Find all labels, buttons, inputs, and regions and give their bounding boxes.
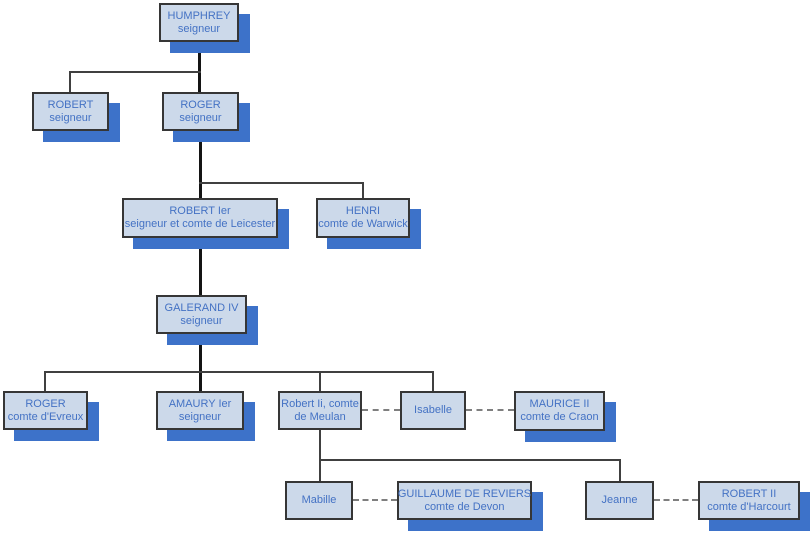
node-isabelle[interactable]: Isabelle bbox=[400, 391, 466, 430]
node-roger[interactable]: ROGER seigneur bbox=[162, 92, 239, 131]
node-name: HENRI bbox=[345, 205, 381, 217]
node-robert-meulan[interactable]: Robert Ii, comte de Meulan bbox=[278, 391, 362, 430]
node-name: HUMPHREY bbox=[167, 9, 231, 22]
node-name: Isabelle bbox=[414, 404, 452, 416]
node-robert-harcourt[interactable]: ROBERT II comte d'Harcourt bbox=[698, 481, 800, 520]
node-name: ROBERT bbox=[47, 98, 94, 111]
connector-meulan-children bbox=[319, 430, 321, 481]
node-name: Mabille bbox=[301, 494, 337, 506]
connector-bar-row3 bbox=[199, 182, 364, 184]
node-robert-1er[interactable]: ROBERT Ier seigneur et comte de Leiceste… bbox=[122, 198, 278, 238]
node-title: seigneur bbox=[178, 410, 222, 423]
node-robert[interactable]: ROBERT seigneur bbox=[32, 92, 109, 131]
node-jeanne[interactable]: Jeanne bbox=[585, 481, 654, 520]
connector-bar-row6 bbox=[319, 459, 621, 461]
node-name: ROBERT Ier bbox=[169, 205, 231, 217]
node-title: de Meulan bbox=[294, 410, 346, 423]
connector-drop-isabelle bbox=[432, 373, 434, 391]
node-title: seigneur bbox=[179, 111, 222, 124]
node-name: GUILLAUME DE REVIERS bbox=[397, 487, 532, 500]
node-henri[interactable]: HENRI comte de Warwick bbox=[316, 198, 410, 238]
node-name: Robert Ii, comte bbox=[281, 397, 359, 410]
node-title: seigneur bbox=[180, 314, 223, 327]
node-name: MAURICE II bbox=[529, 398, 590, 410]
connector-bar-row5 bbox=[44, 371, 434, 373]
node-name: Jeanne bbox=[601, 494, 638, 506]
node-roger-evreux[interactable]: ROGER comte d'Evreux bbox=[3, 391, 88, 430]
connector-drop-robert-meulan bbox=[319, 373, 321, 391]
node-amaury[interactable]: AMAURY Ier seigneur bbox=[156, 391, 244, 430]
node-humphrey[interactable]: HUMPHREY seigneur bbox=[159, 3, 239, 42]
node-mabille[interactable]: Mabille bbox=[285, 481, 353, 520]
node-name: ROBERT II bbox=[721, 487, 777, 500]
node-name: AMAURY Ier bbox=[168, 397, 232, 410]
node-title: comte de Warwick bbox=[318, 218, 408, 230]
connector-galerand-children bbox=[199, 334, 202, 391]
connector-drop-henri bbox=[362, 184, 364, 198]
marriage-link-isabelle-maurice bbox=[466, 409, 514, 411]
connector-bar-row2 bbox=[69, 71, 201, 73]
node-title: comte d'Evreux bbox=[7, 410, 84, 423]
connector-robert1er-galerand bbox=[199, 237, 202, 295]
node-title: comte de Devon bbox=[424, 500, 505, 513]
node-title: comte de Craon bbox=[520, 411, 599, 423]
node-name: GALERAND IV bbox=[164, 301, 239, 314]
marriage-link-mabille-guillaume bbox=[353, 499, 397, 501]
connector-drop-robert bbox=[69, 73, 71, 92]
node-guillaume[interactable]: GUILLAUME DE REVIERS comte de Devon bbox=[397, 481, 532, 520]
connector-drop-roger-evreux bbox=[44, 373, 46, 391]
node-title: seigneur et comte de Leicester bbox=[124, 218, 276, 230]
node-title: seigneur bbox=[177, 22, 221, 35]
marriage-link-meulan-isabelle bbox=[362, 409, 400, 411]
connector-humphrey-children bbox=[198, 42, 201, 92]
connector-roger-children bbox=[199, 131, 202, 198]
node-name: ROGER bbox=[25, 397, 66, 410]
node-title: seigneur bbox=[49, 111, 92, 124]
node-maurice[interactable]: MAURICE II comte de Craon bbox=[514, 391, 605, 431]
node-galerand[interactable]: GALERAND IV seigneur bbox=[156, 295, 247, 334]
node-title: comte d'Harcourt bbox=[707, 500, 791, 513]
node-name: ROGER bbox=[180, 98, 221, 111]
connector-drop-jeanne bbox=[619, 461, 621, 481]
marriage-link-jeanne-harcourt bbox=[654, 499, 698, 501]
